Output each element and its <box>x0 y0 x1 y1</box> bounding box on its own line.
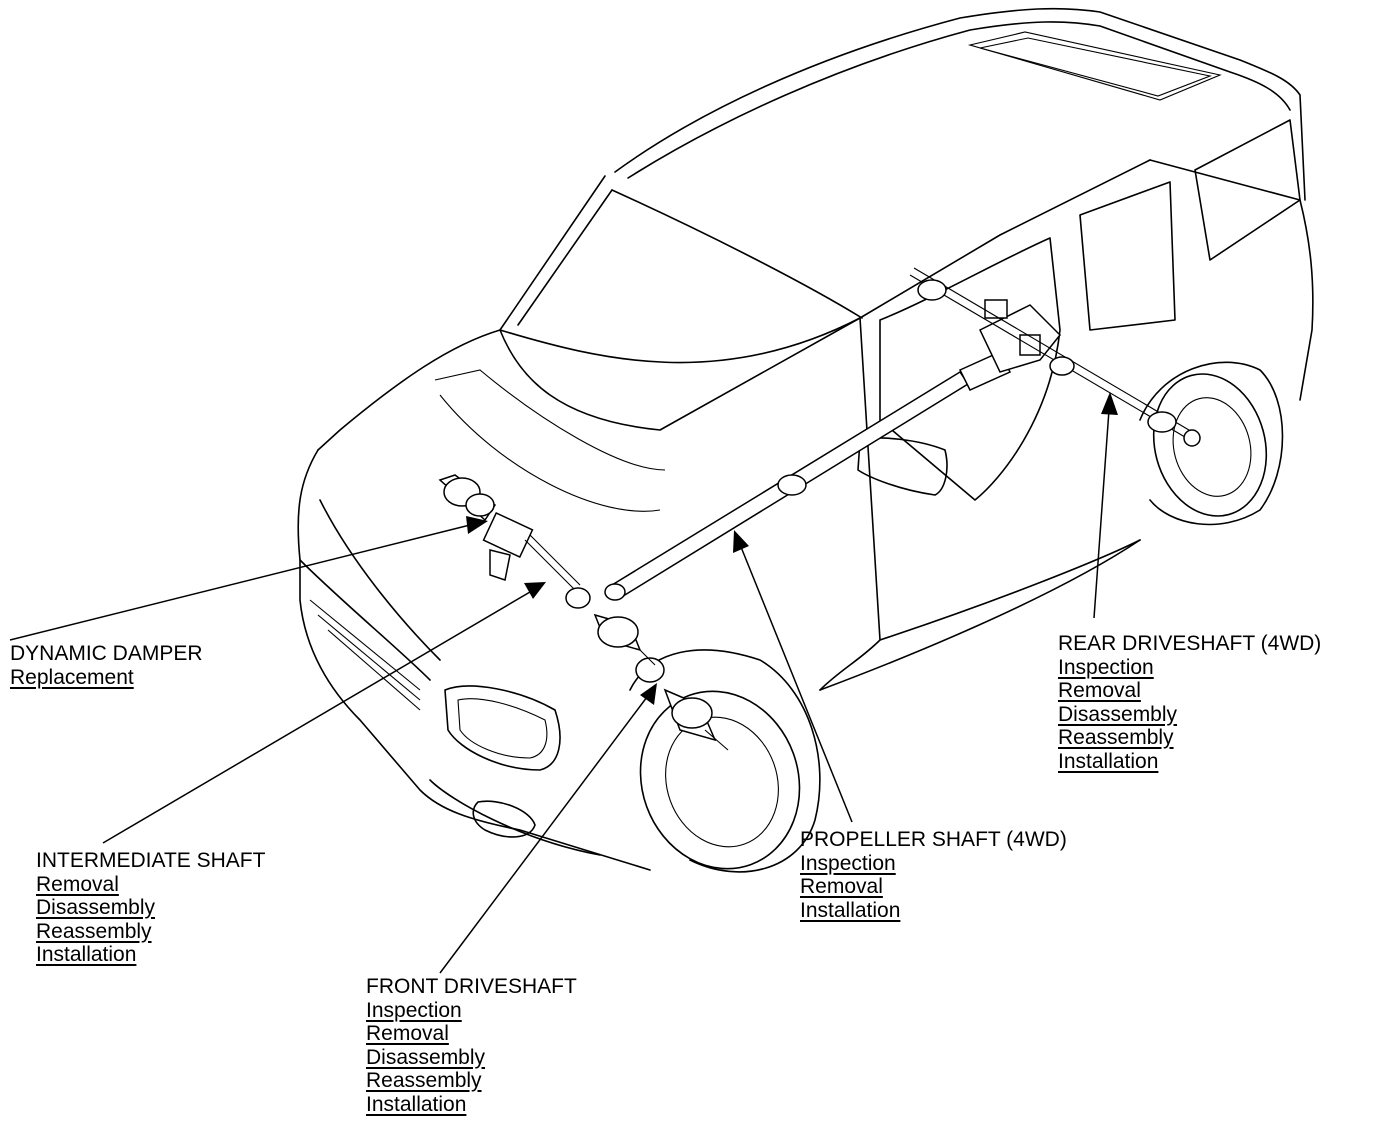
front-driveshaft-assembly <box>565 587 729 751</box>
front-driveshaft-arrowhead <box>640 683 657 705</box>
rear-driveshaft-inspection-link[interactable]: Inspection <box>1058 655 1154 679</box>
front-driveshaft-inspection-link[interactable]: Inspection <box>366 998 462 1022</box>
callout-dynamic-damper: DYNAMIC DAMPER Replacement <box>10 642 203 689</box>
dynamic-damper-replacement-link[interactable]: Replacement <box>10 665 134 689</box>
intermediate-shaft-title: INTERMEDIATE SHAFT <box>36 849 266 872</box>
callout-front-driveshaft: FRONT DRIVESHAFT Inspection Removal Disa… <box>366 975 577 1116</box>
intermediate-shaft-removal-link[interactable]: Removal <box>36 872 119 896</box>
intermediate-shaft-reassembly-link[interactable]: Reassembly <box>36 919 152 943</box>
rear-driveshaft-installation-link[interactable]: Installation <box>1058 749 1159 773</box>
propeller-shaft-assembly <box>604 351 1012 601</box>
rear-driveshaft-leader <box>1093 409 1110 619</box>
front-driveshaft-removal-link[interactable]: Removal <box>366 1022 449 1045</box>
callout-intermediate-shaft: INTERMEDIATE SHAFT Removal Disassembly R… <box>36 849 265 967</box>
front-driveshaft-leader <box>439 696 648 974</box>
rear-driveshaft-title: REAR DRIVESHAFT (4WD) <box>1058 632 1322 655</box>
rear-driveshaft-arrowhead <box>1101 392 1118 415</box>
callout-propeller-shaft: PROPELLER SHAFT (4WD) Inspection Removal… <box>800 828 1067 922</box>
callout-rear-driveshaft: REAR DRIVESHAFT (4WD) Inspection Removal… <box>1058 632 1321 773</box>
dynamic-damper-title: DYNAMIC DAMPER <box>10 642 203 665</box>
dynamic-damper-leader <box>9 524 471 641</box>
leader-lines <box>9 392 1118 974</box>
propeller-shaft-installation-link[interactable]: Installation <box>800 898 901 922</box>
rear-driveshaft-removal-link[interactable]: Removal <box>1058 679 1141 702</box>
propeller-shaft-removal-link[interactable]: Removal <box>800 875 883 898</box>
front-driveshaft-reassembly-link[interactable]: Reassembly <box>366 1069 482 1092</box>
intermediate-shaft-arrowhead <box>524 582 546 599</box>
rear-driveshaft-reassembly-link[interactable]: Reassembly <box>1058 726 1174 749</box>
propeller-shaft-title: PROPELLER SHAFT (4WD) <box>800 828 1067 851</box>
propeller-shaft-arrowhead <box>733 530 749 553</box>
intermediate-shaft-assembly <box>438 474 581 591</box>
vehicle-body-outline <box>297 7 1314 873</box>
intermediate-shaft-leader <box>102 591 531 844</box>
front-driveshaft-installation-link[interactable]: Installation <box>366 1092 467 1116</box>
rear-driveshaft-disassembly-link[interactable]: Disassembly <box>1058 702 1178 726</box>
rear-driveshaft-assembly <box>909 267 1201 447</box>
propeller-shaft-leader <box>740 546 853 823</box>
intermediate-shaft-disassembly-link[interactable]: Disassembly <box>36 896 156 919</box>
dynamic-damper-arrowhead <box>466 516 488 534</box>
front-driveshaft-title: FRONT DRIVESHAFT <box>366 975 577 998</box>
propeller-shaft-inspection-link[interactable]: Inspection <box>800 851 896 875</box>
front-driveshaft-disassembly-link[interactable]: Disassembly <box>366 1045 486 1069</box>
intermediate-shaft-installation-link[interactable]: Installation <box>36 943 137 966</box>
